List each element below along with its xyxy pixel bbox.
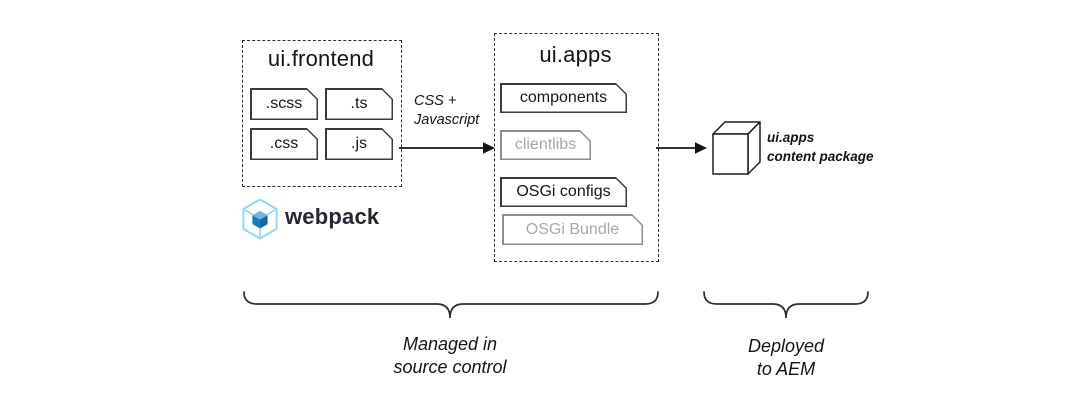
apps-item-components: components: [500, 83, 627, 113]
apps-item-osgi-bundle-label: OSGi Bundle: [525, 220, 620, 238]
apps-item-clientlibs: clientlibs: [500, 130, 591, 160]
file-js: .js: [325, 128, 393, 160]
file-scss: .scss: [250, 88, 318, 120]
apps-item-osgi-configs-face: [502, 179, 626, 206]
content-package-label: ui.apps content package: [767, 128, 897, 166]
ui-frontend-title: ui.frontend: [267, 46, 375, 71]
apps-item-components-label: components: [519, 89, 608, 106]
file-css-face: [252, 130, 317, 159]
file-ts: .ts: [325, 88, 393, 120]
file-js-face: [327, 130, 392, 159]
flow-label-line1: CSS +: [414, 93, 457, 109]
arrow-apps-to-package: [656, 142, 707, 154]
ui-apps-title: ui.apps: [539, 42, 612, 67]
caption-deployed-line1: Deployed: [747, 336, 825, 356]
file-css: .css: [250, 128, 318, 160]
brace-managed: [243, 291, 659, 319]
content-package-cube-icon: [712, 121, 761, 175]
content-package-label-line1: ui.apps: [767, 130, 815, 145]
caption-managed-line2: source control: [393, 357, 507, 377]
file-ts-face: [327, 90, 392, 119]
caption-managed-line1: Managed in: [402, 334, 498, 354]
caption-deployed: Deployed to AEM: [686, 335, 886, 381]
caption-deployed-line2: to AEM: [756, 359, 816, 379]
apps-item-components-face: [502, 85, 626, 112]
apps-item-clientlibs-label: clientlibs: [514, 136, 577, 153]
webpack-wordmark: webpack: [285, 204, 380, 229]
file-scss-label: .scss: [265, 95, 303, 112]
file-ts-label: .ts: [350, 95, 368, 112]
webpack-icon: [242, 198, 278, 240]
apps-item-clientlibs-face: [502, 132, 590, 159]
arrow-frontend-to-apps: [399, 142, 495, 154]
file-js-label: .js: [351, 135, 367, 152]
apps-item-osgi-bundle: OSGi Bundle: [502, 214, 643, 245]
apps-item-osgi-bundle-face: [504, 216, 642, 244]
file-css-label: .css: [269, 135, 299, 152]
caption-managed: Managed in source control: [325, 333, 575, 379]
ui-frontend-group-box: [242, 40, 402, 187]
flow-label-line2: Javascript: [414, 112, 480, 128]
apps-item-osgi-configs-label: OSGi configs: [516, 183, 611, 200]
content-package-label-line2: content package: [767, 149, 874, 164]
apps-item-osgi-configs: OSGi configs: [500, 177, 627, 207]
flow-label: CSS + Javascript: [414, 92, 494, 130]
brace-deployed: [703, 291, 869, 319]
file-scss-face: [252, 90, 317, 119]
